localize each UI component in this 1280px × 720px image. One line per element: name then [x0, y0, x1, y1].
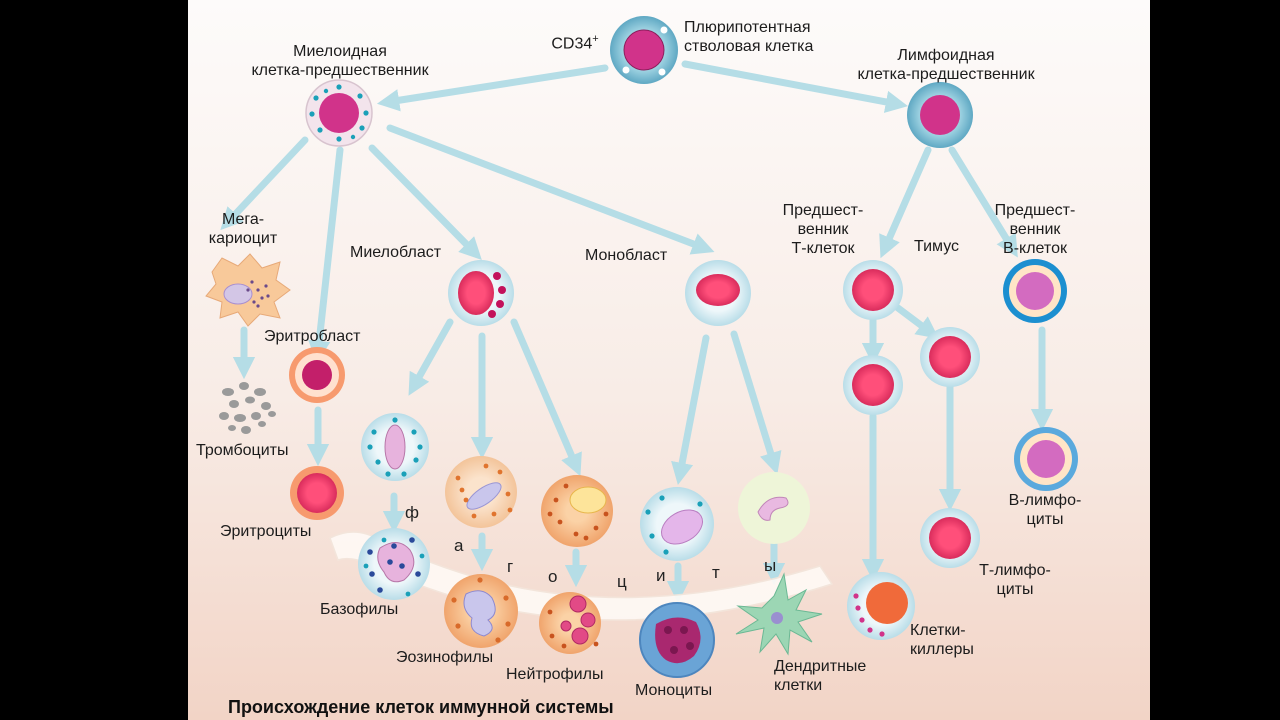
lineage-arrows	[220, 60, 1054, 604]
stem-cell	[610, 16, 678, 84]
phagocytes-letter-1: ф	[405, 503, 419, 522]
arrow-monoblast-to-dendritic-precursor	[730, 330, 782, 475]
phagocytes-letter-5: ц	[617, 572, 627, 591]
phagocytes-letter-2: а	[454, 536, 464, 555]
b-lymphocytes-label: В-лимфо-циты	[1008, 492, 1082, 528]
arrow-myeloid-to-erythroblast	[308, 146, 344, 364]
arrow-stem-to-myeloid	[376, 64, 609, 112]
neutrophil-cell	[539, 592, 601, 654]
neutrophils-label: Нейтрофилы	[506, 666, 604, 683]
arrow-tprecursor-to-thymus-cell	[894, 304, 939, 339]
basophil-precursor-cell	[361, 413, 429, 481]
thymus-t-cell	[920, 327, 980, 387]
dendritic-cell	[735, 572, 823, 656]
arrow-stem-to-lymphoid	[681, 60, 909, 113]
eosinophil-cell	[444, 574, 518, 648]
phagocytes-letter-6: и	[656, 566, 666, 585]
basophil-cell	[358, 528, 430, 600]
platelets-cluster	[219, 382, 276, 434]
thymus-label: Тимус	[914, 238, 960, 255]
erythroblast-cell	[289, 347, 345, 403]
phagocytes-letter-7: т	[712, 563, 720, 582]
figure-caption: Происхождение клеток иммунной системы	[228, 697, 614, 717]
arrow-monoblast-to-monocyte-precursor	[671, 334, 710, 486]
arrow-myeloid-to-myeloblast	[368, 144, 482, 260]
b-lymphocyte-cell	[1014, 427, 1078, 491]
monoblast-label: Монобласт	[585, 247, 668, 264]
t-lymphocyte-cell	[920, 508, 980, 568]
monocytes-label: Моноциты	[635, 682, 713, 699]
t-cell	[843, 355, 903, 415]
eosinophil-precursor-cell	[445, 456, 517, 528]
basophils-label: Базофилы	[320, 601, 399, 618]
phagocytes-letter-8: ы	[764, 556, 777, 575]
phagocytes-letter-4: о	[548, 567, 558, 586]
arrow-myeloid-to-monoblast	[386, 124, 715, 255]
monocyte-cell	[639, 602, 715, 678]
myeloblast-cell	[448, 260, 514, 326]
myeloblast-label: Миелобласт	[350, 244, 442, 261]
t-lymphocytes-label: Т-лимфо-циты	[979, 562, 1051, 598]
monocyte-precursor-cell	[640, 487, 714, 561]
neutrophil-precursor-cell	[541, 475, 613, 547]
myeloid-progenitor-cell	[305, 79, 373, 147]
lymphoid-progenitor-cell	[907, 82, 973, 148]
monoblast-cell	[685, 260, 751, 326]
b-precursor-cell	[1003, 259, 1067, 323]
erythrocytes-label: Эритроциты	[220, 523, 312, 540]
megakaryocyte-label: Мега-кариоцит	[208, 211, 278, 247]
eosinophils-label: Эозинофилы	[396, 649, 494, 666]
megakaryocyte-cell	[205, 253, 291, 327]
dendritic-precursor-cell	[738, 472, 810, 544]
erythroblast-label: Эритробласт	[264, 328, 361, 345]
erythrocyte-cell	[290, 466, 344, 520]
arrow-lymphoid-to-bprecursor	[948, 146, 1018, 258]
phagocytes-letter-3: г	[507, 557, 514, 576]
cd34-label: CD34+	[551, 33, 599, 53]
arrow-myeloblast-to-basophil-precursor	[408, 318, 454, 396]
t-precursor-cell	[843, 260, 903, 320]
arrow-lymphoid-to-tprecursor	[879, 146, 932, 259]
platelets-label: Тромбоциты	[196, 442, 289, 459]
arrow-myeloid-to-megakaryocyte	[220, 136, 309, 231]
arrow-myeloblast-to-neutrophil-precursor	[510, 318, 582, 477]
killer-cell	[847, 572, 915, 640]
killer-cells-label: Клетки-киллеры	[910, 622, 974, 658]
